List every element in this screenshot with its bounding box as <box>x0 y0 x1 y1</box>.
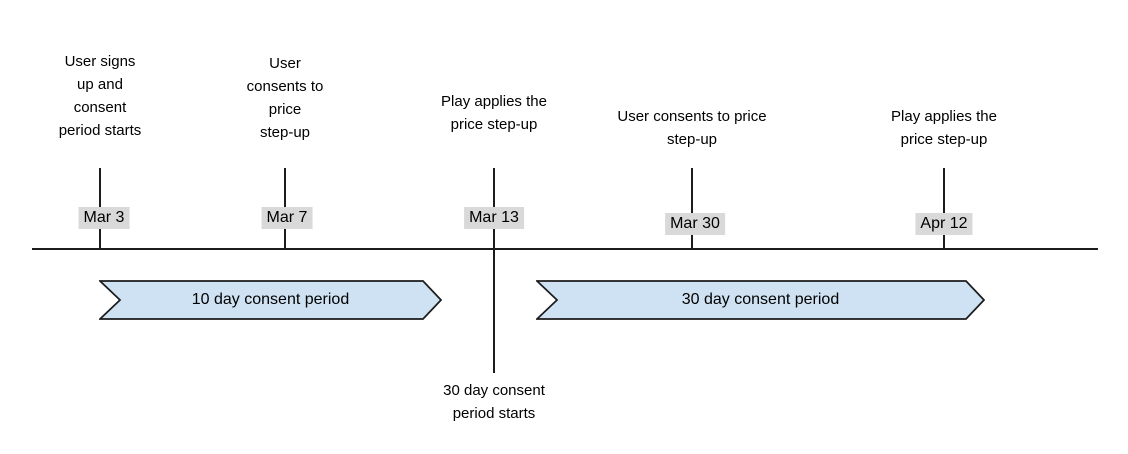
annotation-30-day-start: 30 day consent period starts <box>443 382 545 422</box>
event-label-consent-1: User consents to price step-up <box>246 55 324 141</box>
date-badge-mar-3: Mar 3 <box>78 207 130 229</box>
period-band-10-day: 10 day consent period <box>99 280 442 320</box>
tick-apr-12 <box>943 168 945 248</box>
event-label-signup: User signs up and consent period starts <box>58 53 142 139</box>
date-badge-mar-7: Mar 7 <box>261 207 313 229</box>
tick-mar-13 <box>493 168 495 373</box>
date-badge-apr-12: Apr 12 <box>915 213 973 235</box>
date-badge-mar-13: Mar 13 <box>464 207 524 229</box>
date-badge-mar-30: Mar 30 <box>665 213 725 235</box>
event-label-consent-2: User consents to price step-up <box>617 108 767 148</box>
timeline-axis-line <box>32 248 1098 250</box>
event-label-apply-2: Play applies the price step-up <box>891 108 997 148</box>
tick-mar-30 <box>691 168 693 248</box>
period-band-10-day-shape <box>99 280 442 320</box>
period-band-30-day: 30 day consent period <box>536 280 985 320</box>
period-band-30-day-label: 30 day consent period <box>681 291 840 308</box>
period-band-30-day-shape <box>536 280 985 320</box>
period-band-10-day-label: 10 day consent period <box>191 291 350 308</box>
event-label-apply-1: Play applies the price step-up <box>441 93 547 133</box>
